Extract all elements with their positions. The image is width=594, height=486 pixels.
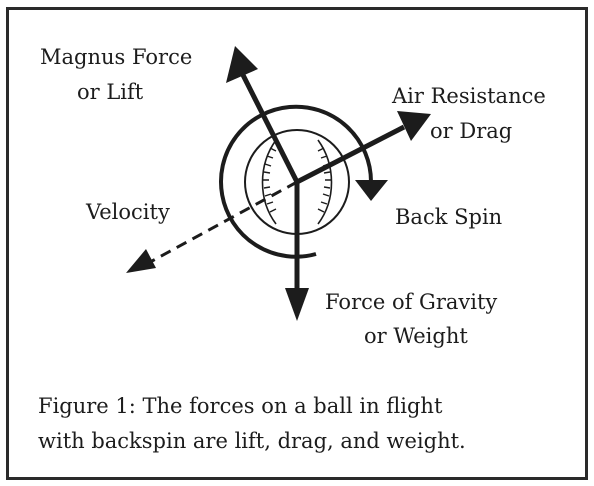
back-spin-arc [219, 104, 374, 259]
lift-arrow [226, 46, 300, 184]
air-resistance-label-line1: Air Resistance [391, 84, 546, 108]
drag-line [295, 124, 406, 185]
lift-arrowhead [226, 46, 258, 83]
baseball-left-stitches [263, 147, 277, 213]
air-resistance-label-line2: or Drag [430, 119, 512, 143]
back-spin-label: Back Spin [395, 205, 502, 229]
caption-line-1: Figure 1: The forces on a ball in flight [38, 394, 443, 418]
drag-arrow [295, 111, 431, 185]
gravity-arrow [285, 182, 309, 321]
back-spin-arrowhead [355, 180, 388, 201]
magnus-force-label-line2: or Lift [77, 80, 144, 104]
caption-line-2: with backspin are lift, drag, and weight… [38, 429, 466, 453]
gravity-label-line1: Force of Gravity [325, 290, 497, 314]
velocity-arrowhead [126, 249, 156, 273]
velocity-label: Velocity [85, 200, 170, 224]
baseball-right-seam [317, 139, 333, 225]
back-spin-arrow [219, 104, 388, 259]
velocity-dashed-line [151, 180, 298, 263]
velocity-arrow [126, 180, 298, 273]
gravity-label-line2: or Weight [364, 324, 468, 348]
drag-arrowhead [397, 111, 431, 141]
gravity-arrowhead [285, 288, 309, 321]
lift-line [240, 73, 300, 184]
baseball-left-seam [261, 139, 277, 225]
magnus-force-label-line1: Magnus Force [40, 45, 192, 69]
